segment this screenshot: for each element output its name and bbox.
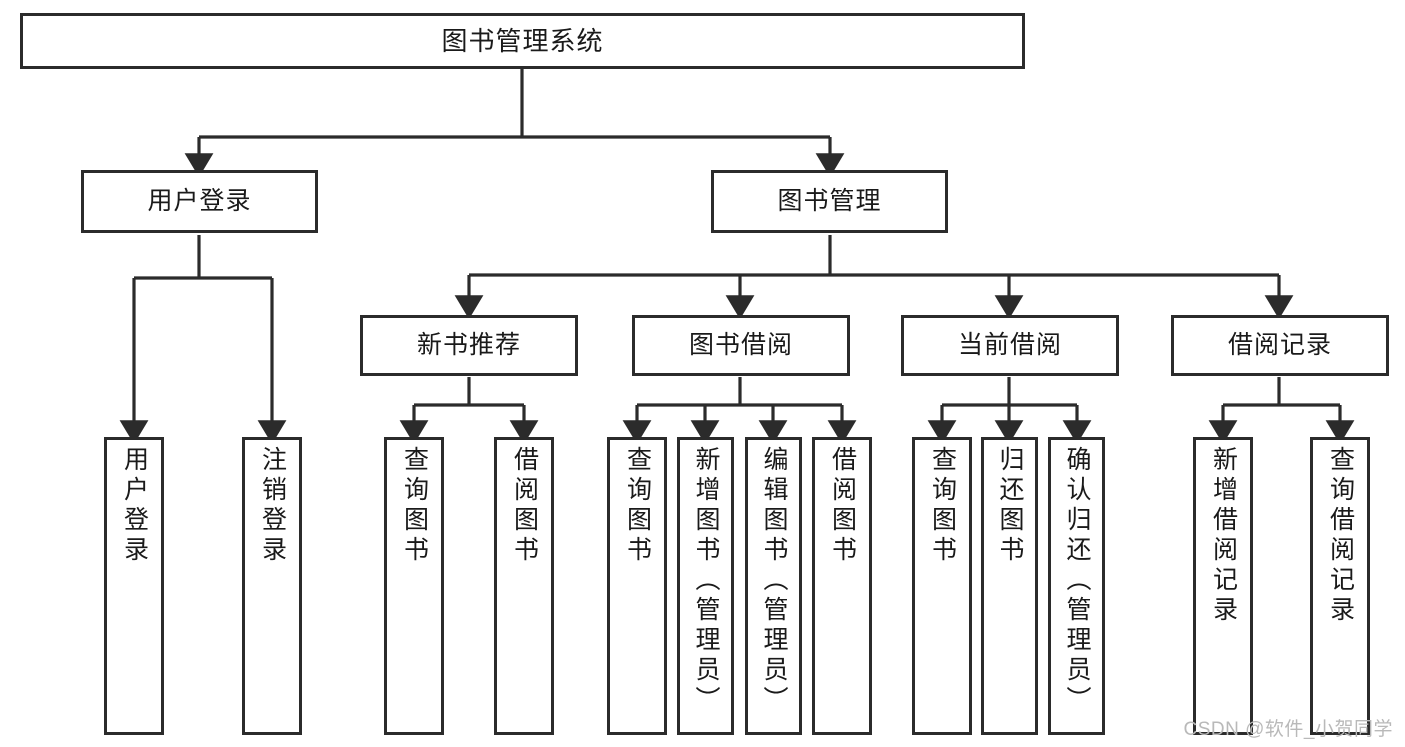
node-label: 图书管理 [777,186,882,215]
node-label: 新增借阅记录 [1209,446,1238,626]
csdn-watermark: CSDN @软件_小贺同学 [1183,719,1393,740]
node-label: 图书管理系统 [441,25,604,56]
leaf-logout[interactable]: 注销登录 [242,437,302,735]
node-label: 注销登录 [258,446,287,566]
leaf-borrow-book-recommendation[interactable]: 借阅图书 [494,437,554,735]
node-label: 借阅记录 [1227,330,1332,359]
node-label: 借阅图书 [510,446,539,566]
node-label: 当前借阅 [957,330,1062,359]
leaf-query-book-recommendation[interactable]: 查询图书 [384,437,444,735]
leaf-add-borrow-record[interactable]: 新增借阅记录 [1193,437,1253,735]
node-label: 用户登录 [120,446,149,566]
node-label: 查询借阅记录 [1326,446,1355,626]
node-label: 图书借阅 [688,330,793,359]
node-label: 新书推荐 [416,330,521,359]
node-label: 查询图书 [623,446,652,566]
leaf-edit-book-admin[interactable]: 编辑图书（管理员） [745,437,802,735]
leaf-confirm-return-admin[interactable]: 确认归还（管理员） [1048,437,1105,735]
node-book-management[interactable]: 图书管理 [711,170,948,233]
node-user-login[interactable]: 用户登录 [81,170,318,233]
node-new-book-recommendation[interactable]: 新书推荐 [360,315,578,376]
node-label: 查询图书 [928,446,957,566]
node-label: 新增图书（管理员） [692,446,720,716]
leaf-query-borrow-record[interactable]: 查询借阅记录 [1310,437,1370,735]
node-label: 编辑图书（管理员） [760,446,788,716]
leaf-user-login[interactable]: 用户登录 [104,437,164,735]
node-current-borrowing[interactable]: 当前借阅 [901,315,1119,376]
leaf-return-book[interactable]: 归还图书 [981,437,1038,735]
node-book-borrowing[interactable]: 图书借阅 [632,315,850,376]
leaf-query-book-borrowing[interactable]: 查询图书 [607,437,667,735]
node-root-book-management-system[interactable]: 图书管理系统 [20,13,1025,69]
leaf-borrow-book[interactable]: 借阅图书 [812,437,872,735]
leaf-add-book-admin[interactable]: 新增图书（管理员） [677,437,734,735]
node-label: 查询图书 [400,446,429,566]
node-label: 确认归还（管理员） [1063,446,1091,716]
node-label: 借阅图书 [828,446,857,566]
node-label: 用户登录 [147,186,252,215]
node-label: 归还图书 [996,446,1024,566]
leaf-query-book-current[interactable]: 查询图书 [912,437,972,735]
node-borrow-records[interactable]: 借阅记录 [1171,315,1389,376]
